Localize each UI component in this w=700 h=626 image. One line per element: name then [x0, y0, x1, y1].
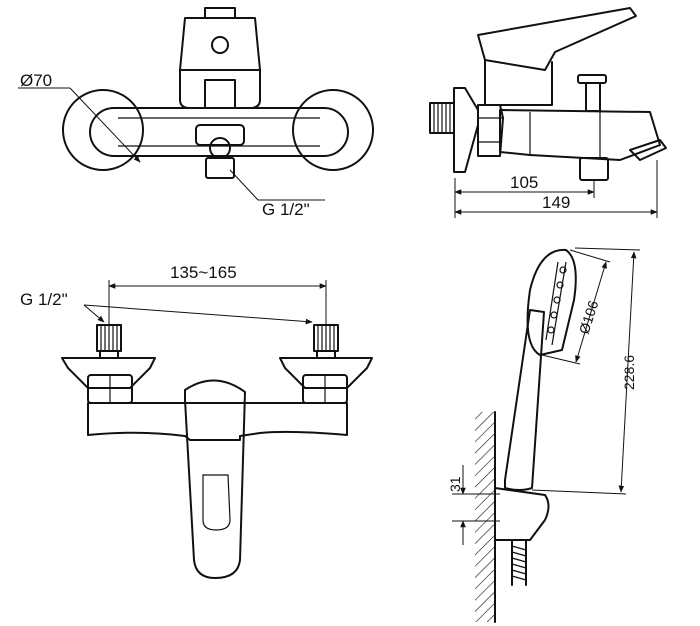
front-view: Ø70 G 1/2": [18, 7, 374, 219]
left-rosette: [62, 89, 144, 171]
length-label: 228.6: [621, 355, 637, 390]
holder-height-label: 31: [447, 476, 463, 492]
side-lever: [477, 7, 637, 71]
lever-handle: [179, 17, 261, 71]
right-rosette: [292, 89, 374, 171]
mixer-body: [89, 107, 349, 157]
thread-label-bottom: G 1/2": [20, 290, 68, 309]
thread-label-front: G 1/2": [262, 200, 310, 219]
spout: [629, 139, 667, 161]
shower-holder: [494, 487, 550, 541]
side-rosette: [453, 87, 479, 173]
bottom-lever: [184, 379, 246, 579]
right-eccentric-flange: [279, 357, 373, 389]
wall-hatch: [475, 412, 495, 622]
spacing-label: 135~165: [170, 263, 237, 282]
side-view: 105 149: [429, 7, 667, 218]
left-eccentric-flange: [61, 357, 156, 389]
hose: [511, 539, 527, 586]
lever-screw-icon: [211, 36, 229, 54]
bottom-view: 135~165 G 1/2": [20, 263, 373, 579]
head-diameter-label: Ø106: [576, 298, 602, 336]
diverter-knob: [577, 74, 607, 84]
side-body: [499, 109, 661, 161]
diameter-label: Ø70: [20, 71, 52, 90]
outlet-connector: [205, 157, 235, 179]
hand-shower-view: Ø106 228.6 31: [447, 247, 641, 623]
bottom-body: [87, 402, 348, 441]
dim-105: 105: [510, 173, 538, 192]
dim-149: 149: [542, 193, 570, 212]
shower-handle: [504, 309, 545, 491]
